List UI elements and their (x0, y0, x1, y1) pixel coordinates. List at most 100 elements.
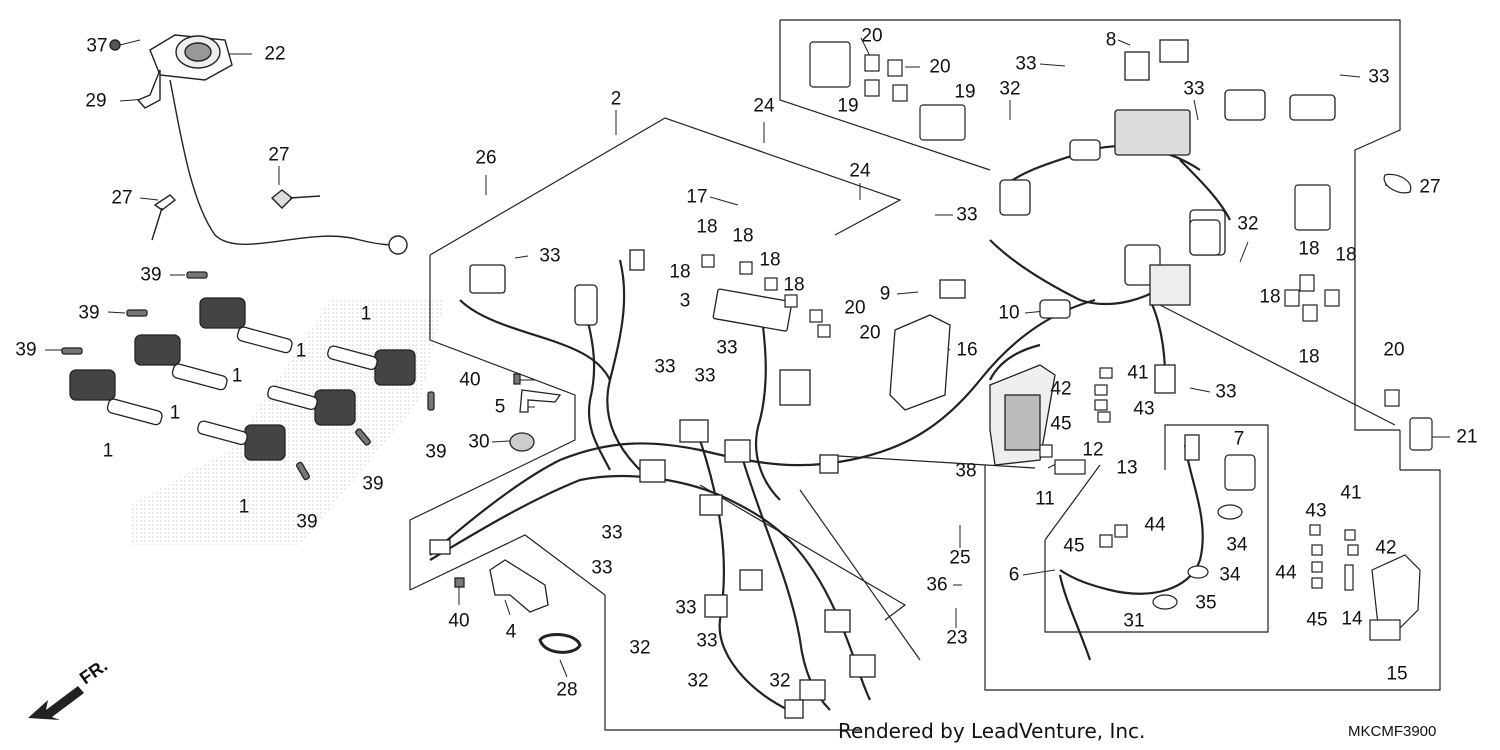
callout-44: 44 (1275, 562, 1297, 584)
sensor-assembly-22 (109, 34, 408, 255)
callout-33: 33 (591, 557, 613, 579)
callout-12: 12 (1082, 439, 1104, 461)
callout-15: 15 (1386, 663, 1408, 685)
callout-29: 29 (85, 90, 107, 112)
callout-30: 30 (468, 431, 490, 453)
callout-24: 24 (753, 95, 775, 117)
callout-33: 33 (1183, 78, 1205, 100)
callout-27: 27 (111, 187, 133, 209)
callout-44: 44 (1144, 514, 1166, 536)
callout-20: 20 (859, 322, 881, 344)
callout-39: 39 (140, 264, 162, 286)
callout-1: 1 (102, 440, 114, 462)
callout-35: 35 (1195, 592, 1217, 614)
callout-22: 22 (264, 43, 286, 65)
callout-32: 32 (999, 78, 1021, 100)
callout-41: 41 (1127, 362, 1149, 384)
front-direction-arrow (28, 686, 84, 720)
callout-8: 8 (1105, 29, 1117, 51)
callout-39: 39 (425, 441, 447, 463)
callout-25: 25 (949, 547, 971, 569)
callout-26: 26 (475, 147, 497, 169)
callout-34: 34 (1219, 564, 1241, 586)
callout-20: 20 (844, 297, 866, 319)
callout-18: 18 (1259, 286, 1281, 308)
callout-37: 37 (86, 35, 108, 57)
callout-1: 1 (231, 365, 243, 387)
relays-and-clips (701, 41, 1433, 641)
fuse-box (889, 314, 1056, 466)
callout-31: 31 (1123, 610, 1145, 632)
callout-2: 2 (610, 88, 622, 110)
callout-33: 33 (956, 204, 978, 226)
callout-33: 33 (696, 630, 718, 652)
callout-33: 33 (1368, 66, 1390, 88)
callout-20: 20 (1383, 339, 1405, 361)
callout-18: 18 (669, 261, 691, 283)
callout-36: 36 (926, 574, 948, 596)
callout-40: 40 (459, 369, 481, 391)
callout-45: 45 (1063, 535, 1085, 557)
callout-45: 45 (1306, 609, 1328, 631)
callout-9: 9 (879, 283, 891, 305)
callout-4: 4 (505, 621, 517, 643)
callout-41: 41 (1340, 482, 1362, 504)
callout-42: 42 (1375, 537, 1397, 559)
callout-20: 20 (929, 56, 951, 78)
callout-18: 18 (783, 274, 805, 296)
callout-3: 3 (679, 290, 691, 312)
render-credit: Rendered by LeadVenture, Inc. (838, 719, 1146, 743)
callout-43: 43 (1133, 398, 1155, 420)
callout-1: 1 (295, 340, 307, 362)
callout-33: 33 (1015, 53, 1037, 75)
callout-16: 16 (956, 339, 978, 361)
callout-1: 1 (238, 496, 250, 518)
group-outlines (409, 19, 1441, 731)
callout-18: 18 (1298, 238, 1320, 260)
callout-33: 33 (694, 365, 716, 387)
callout-45: 45 (1050, 413, 1072, 435)
callout-32: 32 (769, 670, 791, 692)
callout-19: 19 (954, 81, 976, 103)
drawing-code: MKCMF3900 (1348, 723, 1437, 740)
callout-10: 10 (998, 302, 1020, 324)
callout-28: 28 (556, 679, 578, 701)
callout-32: 32 (687, 670, 709, 692)
callout-14: 14 (1341, 608, 1363, 630)
callout-23: 23 (946, 627, 968, 649)
callout-18: 18 (732, 225, 754, 247)
callout-39: 39 (15, 339, 37, 361)
callout-32: 32 (629, 637, 651, 659)
callout-11: 11 (1035, 488, 1055, 510)
callout-6: 6 (1008, 564, 1020, 586)
callout-33: 33 (539, 245, 561, 267)
callout-33: 33 (654, 356, 676, 378)
callout-43: 43 (1305, 500, 1327, 522)
callout-19: 19 (837, 95, 859, 117)
callout-18: 18 (1335, 244, 1357, 266)
callout-24: 24 (849, 160, 871, 182)
callout-33: 33 (1215, 381, 1237, 403)
callout-1: 1 (169, 402, 181, 424)
callout-20: 20 (861, 25, 883, 47)
callout-17: 17 (686, 186, 708, 208)
ignition-coils (61, 271, 435, 481)
callout-13: 13 (1116, 457, 1138, 479)
callout-42: 42 (1050, 378, 1072, 400)
callout-40: 40 (448, 610, 470, 632)
callout-18: 18 (696, 216, 718, 238)
callout-32: 32 (1237, 213, 1259, 235)
callout-39: 39 (78, 302, 100, 324)
callout-5: 5 (494, 396, 506, 418)
callout-34: 34 (1226, 534, 1248, 556)
callout-33: 33 (716, 337, 738, 359)
callout-39: 39 (362, 473, 384, 495)
callout-18: 18 (759, 249, 781, 271)
callout-27: 27 (268, 144, 290, 166)
callout-38: 38 (955, 460, 977, 482)
callout-1: 1 (360, 303, 372, 325)
callout-7: 7 (1233, 428, 1245, 450)
callout-33: 33 (601, 522, 623, 544)
